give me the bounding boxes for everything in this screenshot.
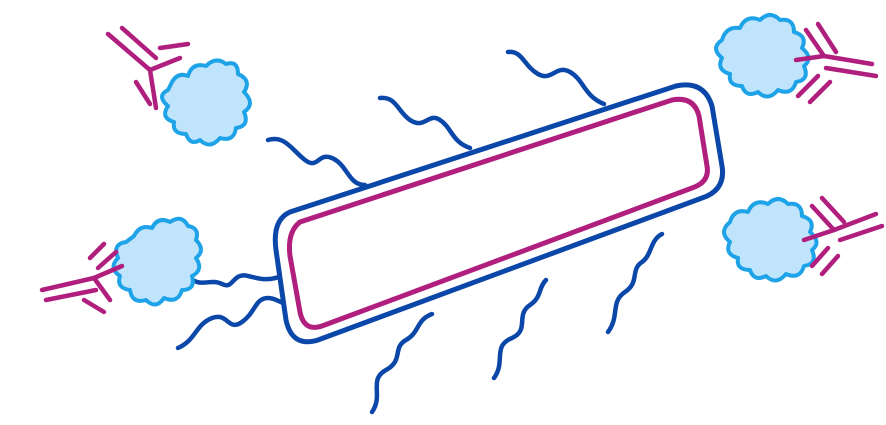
antibody-antigen-pair-top-left [108,28,250,145]
flagellum-icon [508,52,604,104]
flagellum-icon [608,234,662,332]
antibody-antigen-pair-middle-right [724,198,882,281]
protein-antigen-icon [716,15,809,97]
flagellum-icon [372,314,432,412]
y-shaped-antibody-icon [42,244,122,312]
y-shaped-antibody-icon [804,198,882,274]
flagellum-icon [380,98,470,148]
antibody-antigen-pair-top-right [716,15,876,102]
protein-antigen-icon [162,60,250,144]
flagellum-icon [494,280,546,378]
rod-shaped-bacterium-icon [275,85,722,342]
protein-antigen-icon [113,219,201,305]
antibody-antigen-pair-bottom-left [42,219,201,312]
flagellum-icon [268,139,365,185]
